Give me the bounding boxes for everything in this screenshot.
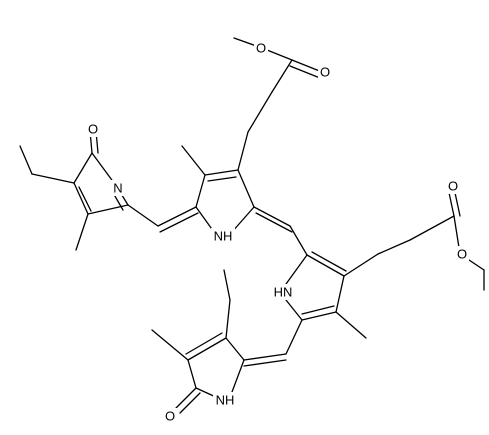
bridge-bc xyxy=(253,206,308,256)
ring-c xyxy=(285,251,367,339)
ring-a-n: N xyxy=(113,181,122,196)
top-ester-chain xyxy=(233,37,323,171)
ring-d-carbonyl-o: O xyxy=(165,409,175,424)
ring-b-nh: NH xyxy=(214,229,233,244)
ester-top-carbonyl-o: O xyxy=(320,65,330,80)
ring-d-nh: NH xyxy=(216,393,235,408)
atom-labels: O O O O O N NH HN NH O xyxy=(86,40,469,424)
ester-top-ether-o: O xyxy=(256,41,266,56)
bridge-cd xyxy=(243,319,303,367)
ester-right-ether-o: O xyxy=(457,247,467,262)
right-ester-chain xyxy=(343,187,485,291)
ring-b xyxy=(181,145,255,233)
bridge-ab xyxy=(127,204,199,233)
ring-c-hn: HN xyxy=(274,285,293,300)
ester-right-carbonyl-o: O xyxy=(448,179,458,194)
ring-a-carbonyl-o: O xyxy=(88,122,98,137)
